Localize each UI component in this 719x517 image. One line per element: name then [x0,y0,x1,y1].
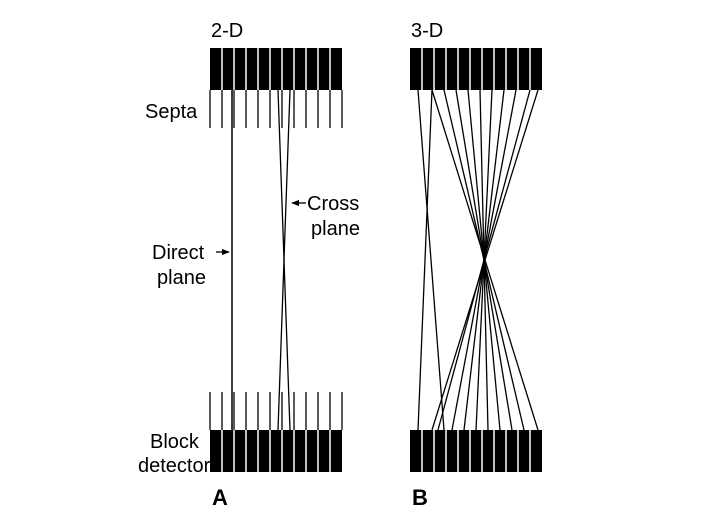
coincidence-line [431,89,539,431]
top-detector-ring-3d [410,48,542,90]
cross-plane-label-line2: plane [311,218,360,240]
panel-2d: 2-D [209,20,343,472]
block-detectors-label-line2: detectors [138,455,220,477]
bottom-detector-ring-2d [210,430,342,472]
panel-2d-title: 2-D [211,20,243,42]
panel-a-letter: A [212,485,228,510]
cross-plane-label-line1: Cross [307,193,359,215]
direct-plane-label-line2: plane [157,267,206,289]
block-detectors-label-line1: Block [150,431,200,453]
coincidence-line [417,89,445,431]
septa-label: Septa [145,101,198,123]
bottom-septa-2d [209,392,343,430]
panel-b-letter: B [412,485,428,510]
coincidence-lines-3d [417,89,539,431]
panel-3d: 3-D [410,20,542,472]
cross-plane-line-2 [277,89,291,431]
cross-plane-annotation: Cross plane [291,193,360,240]
bottom-detector-ring-3d [410,430,542,472]
top-detector-ring-2d [210,48,342,90]
coincidence-line [417,89,433,431]
direct-plane-label-line1: Direct [152,242,205,264]
top-septa-2d [209,90,343,128]
panel-3d-title: 3-D [411,20,443,42]
coincidence-line [437,89,531,431]
direct-plane-annotation: Direct plane [152,242,230,289]
